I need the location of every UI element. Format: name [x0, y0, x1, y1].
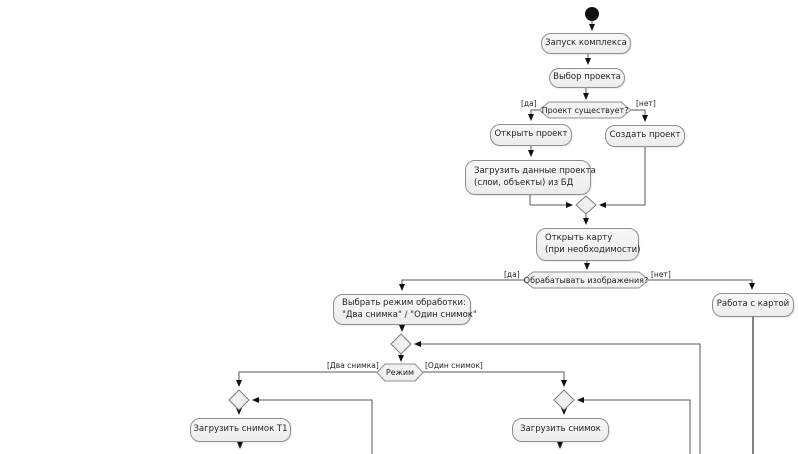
edge-loopback-to-merge2: [414, 341, 701, 454]
action-label-line2: (при необходимости): [545, 244, 641, 255]
action-label: Загрузить снимок Т1: [193, 424, 288, 435]
action-label-line1: Открыть карту: [545, 233, 613, 244]
action-work-with-map: Работа с картой: [712, 293, 794, 317]
merge-diamond-3: [228, 389, 250, 411]
merge-diamond-1: [575, 195, 597, 215]
action-open-map: Открыть карту (при необходимости): [536, 228, 641, 261]
action-label: Загрузить снимок: [520, 424, 601, 435]
action-label-line1: Выбрать режим обработки:: [342, 298, 466, 309]
action-choose-project: Выбор проекта: [549, 68, 625, 88]
edge-decision1-no-create: [631, 109, 648, 122]
action-label: Создать проект: [609, 130, 681, 141]
decision-project-exists-shape: [538, 101, 632, 119]
edge-loopback-to-merge3: [252, 397, 373, 454]
decision-mode-shape: [376, 363, 424, 382]
edge-decision1-yes-open: [528, 109, 539, 121]
decision-process-images-shape: [522, 271, 650, 289]
edge-mode-one-to-merge4: [423, 371, 567, 387]
action-load-project-data: Загрузить данные проекта (слои, объекты)…: [465, 160, 596, 195]
action-load-image-t1: Загрузить снимок Т1: [190, 418, 291, 442]
action-create-project: Создать проект: [605, 125, 685, 147]
action-choose-processing-mode: Выбрать режим обработки: "Два снимка" / …: [333, 294, 477, 325]
action-open-project: Открыть проект: [490, 124, 572, 146]
action-label-line2: (слои, объекты) из БД: [474, 177, 574, 188]
edge-decision2-no-workmap: [649, 279, 755, 290]
edge-loopback-to-merge4: [577, 397, 691, 454]
action-label-line1: Загрузить данные проекта: [474, 166, 596, 177]
action-label: Выбор проекта: [553, 72, 621, 83]
action-label: Запуск комплекса: [545, 37, 627, 48]
edge-mode-two-to-merge3: [236, 371, 377, 387]
action-label-line2: "Два снимка" / "Один снимок": [342, 309, 477, 320]
merge-diamond-2: [390, 333, 412, 355]
action-label: Открыть проект: [494, 129, 568, 140]
edge-create-to-merge: [599, 147, 646, 208]
edge-decision2-yes-choosemode: [399, 279, 523, 291]
action-label: Работа с картой: [716, 299, 790, 310]
start-node: [585, 7, 599, 21]
action-launch-complex: Запуск комплекса: [541, 33, 631, 54]
merge-diamond-4: [553, 389, 575, 411]
action-load-image: Загрузить снимок: [512, 418, 609, 442]
edge-loaddata-to-merge: [529, 195, 573, 208]
